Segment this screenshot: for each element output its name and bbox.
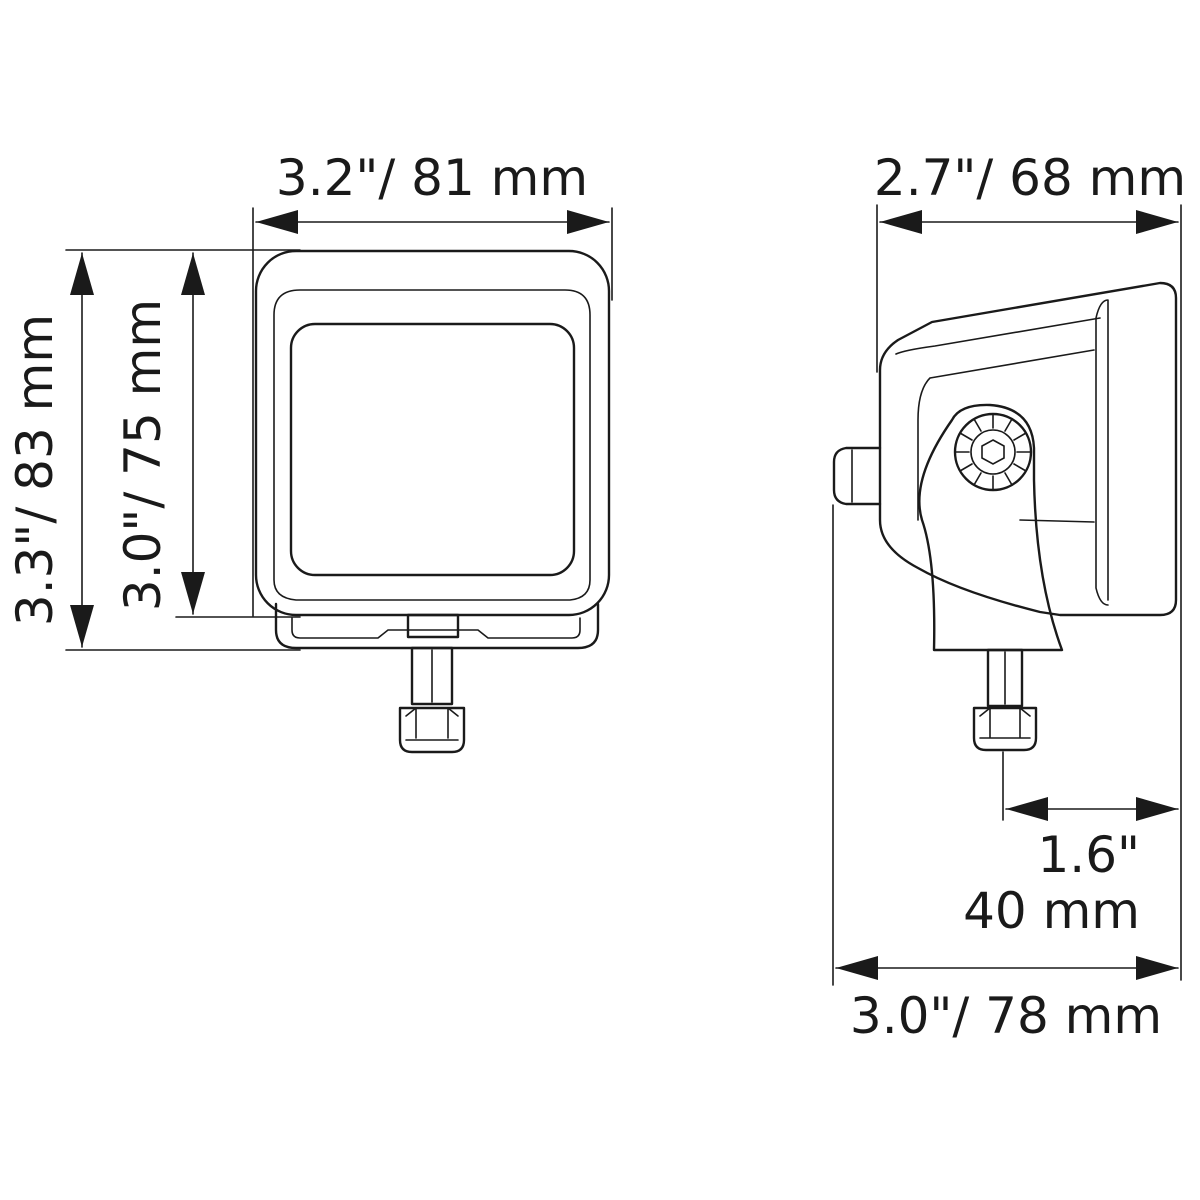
side-overall-length-label: 3.0"/ 78 mm (850, 987, 1162, 1045)
side-knob-hex-bolt (981, 439, 1005, 465)
side-lens-face (1095, 299, 1109, 606)
side-nut (972, 706, 1038, 752)
side-housing-outline (878, 281, 1178, 617)
front-inner-height-label: 3.0"/ 75 mm (114, 299, 172, 611)
side-depth-arrow-left (880, 210, 922, 234)
side-depth-label: 2.7"/ 68 mm (874, 149, 1186, 207)
front-width-arrow-left (256, 210, 298, 234)
side-knob-serrations (954, 413, 1032, 491)
side-overall-length-arrow-right (1136, 956, 1178, 980)
front-nut (398, 706, 466, 754)
front-stud-base (406, 613, 460, 639)
front-nut-flats (405, 707, 459, 741)
front-view: 3.2"/ 81 mm 3.3"/ 83 mm 3.0"/ 75 mm (6, 149, 613, 754)
side-stud-offset-label-inches: 1.6" (1037, 826, 1140, 884)
front-width-arrow-right (567, 210, 609, 234)
side-stud-offset-label-mm: 40 mm (963, 882, 1140, 940)
front-outer-height-arrow-top (70, 253, 94, 295)
front-bracket (274, 602, 600, 650)
front-width-label: 3.2"/ 81 mm (276, 149, 588, 207)
front-inner-height-arrow-bottom (181, 572, 205, 614)
side-nut-flats (979, 707, 1031, 739)
side-housing-step (917, 349, 1095, 523)
side-depth-arrow-right (1136, 210, 1178, 234)
front-outer-height-label: 3.3"/ 83 mm (6, 314, 64, 626)
side-stud-offset-arrow-right (1136, 797, 1178, 821)
front-lens-bezel (273, 289, 591, 601)
side-housing-rib (895, 317, 1101, 355)
front-lens-outline (289, 322, 576, 577)
side-overall-length-arrow-left (836, 956, 878, 980)
side-bracket-arm (918, 403, 1064, 652)
front-outer-height-arrow-bottom (70, 605, 94, 647)
side-stud (986, 648, 1024, 708)
side-knob-inner (970, 429, 1016, 475)
side-rear-connector (832, 446, 882, 506)
side-stud-offset-arrow-left (1006, 797, 1048, 821)
front-inner-height-arrow-top (181, 253, 205, 295)
front-bracket-inner (291, 617, 581, 639)
front-stud (410, 646, 454, 706)
side-view: 2.7"/ 68 mm 1.6" 40 mm 3.0"/ 78 mm (832, 149, 1186, 1045)
front-housing-outline (254, 249, 611, 617)
